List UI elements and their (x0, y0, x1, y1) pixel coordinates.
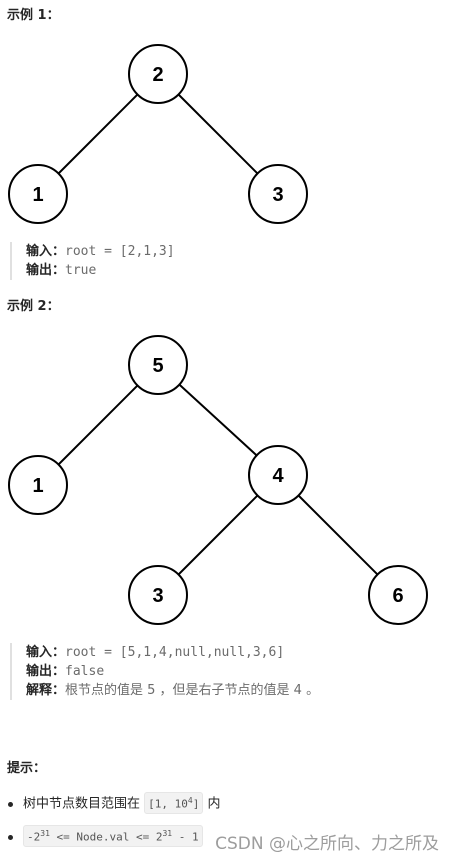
input-label: 输入： (26, 244, 66, 259)
output-value: true (65, 263, 97, 278)
node-label: 2 (152, 64, 163, 86)
tree-node: 4 (248, 445, 308, 505)
explain-value: 根节点的值是 5 ，但是右子节点的值是 4 。 (65, 683, 320, 698)
explain-label: 解释： (26, 683, 66, 698)
node-label: 5 (152, 355, 163, 377)
example-2-tree: 5 1 4 3 6 (8, 335, 428, 625)
input-value: root = [2,1,3] (65, 244, 175, 259)
tip-item-node-count: 树中节点数目范围在 [1, 104] 内 (8, 792, 221, 814)
example-2-io: 输入：root = [5,1,4,null,null,3,6] 输出：false… (10, 643, 319, 700)
value-range-code: -231 <= Node.val <= 231 - 1 (23, 825, 203, 847)
node-label: 1 (32, 184, 43, 206)
input-line: 输入：root = [5,1,4,null,null,3,6] (26, 643, 319, 662)
explain-line: 解释：根节点的值是 5 ，但是右子节点的值是 4 。 (26, 681, 319, 700)
tree-node: 6 (368, 565, 428, 625)
tip-item-value-range: -231 <= Node.val <= 231 - 1 (8, 825, 203, 847)
tree-node: 1 (8, 455, 68, 515)
node-label: 6 (392, 585, 403, 607)
tree-node: 3 (128, 565, 188, 625)
tree-node: 1 (8, 164, 68, 224)
node-label: 3 (272, 184, 283, 206)
bullet-icon (8, 834, 13, 840)
tree-node: 3 (248, 164, 308, 224)
tree-node: 5 (128, 335, 188, 395)
csdn-watermark: CSDN @心之所向、力之所及 (215, 834, 439, 854)
output-line: 输出：false (26, 662, 319, 681)
node-label: 1 (32, 475, 43, 497)
node-label: 3 (152, 585, 163, 607)
bullet-icon (8, 801, 13, 807)
output-line: 输出：true (26, 261, 175, 280)
output-label: 输出： (26, 664, 66, 679)
example-1-heading: 示例 1： (7, 8, 60, 23)
input-value: root = [5,1,4,null,null,3,6] (65, 645, 285, 660)
input-line: 输入：root = [2,1,3] (26, 242, 175, 261)
node-label: 4 (272, 465, 284, 487)
tip-text-after: 内 (207, 796, 221, 812)
tree-node: 2 (128, 44, 188, 104)
example-1-io: 输入：root = [2,1,3] 输出：true (10, 242, 175, 280)
output-label: 输出： (26, 263, 66, 278)
tips-heading: 提示： (7, 761, 47, 776)
range-code: [1, 104] (144, 792, 204, 814)
output-value: false (65, 664, 105, 679)
input-label: 输入： (26, 645, 66, 660)
example-2-heading: 示例 2： (7, 299, 60, 314)
example-1-tree: 2 1 3 (8, 44, 308, 224)
tip-text-before: 树中节点数目范围在 (23, 796, 141, 812)
